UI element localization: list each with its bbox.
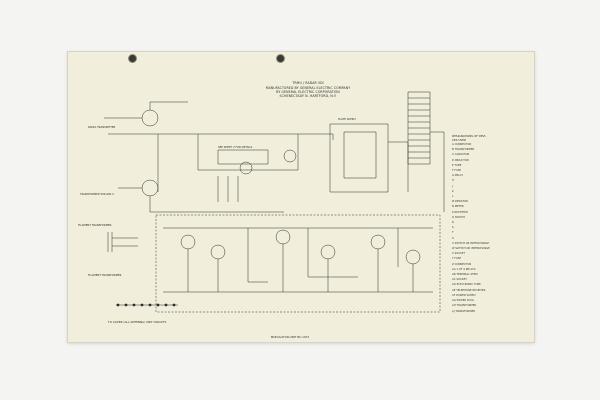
left-transformer-core [107, 232, 113, 252]
legend-item: G RELAY [452, 174, 463, 178]
tube-lower-6 [405, 249, 421, 265]
legend-item: D INDUCTOR [452, 158, 469, 162]
right-output-line [388, 141, 409, 192]
legend-item: AD ELECTRONIC TUBE [452, 283, 481, 287]
legend-item: Q SWITCH [452, 215, 466, 219]
legend-item: N METER [452, 205, 464, 209]
legend-item: W SWITCH OR INTERCHANGE [452, 247, 490, 251]
right-inner-box [343, 131, 377, 179]
tube-top-left [141, 109, 159, 127]
legend-item: X SOCKET [452, 252, 466, 256]
legend-item: AA 1 OF 4 RELAYS [452, 267, 476, 271]
grommet-right [276, 54, 285, 63]
legend-item: AE TELEPHONE RECEIVER [452, 288, 486, 292]
legend-item: V SWITCH OR INTERCHANGE [452, 241, 489, 245]
document-title: TRMU / RADAR 5DI [292, 81, 324, 85]
upper-bus-wire [108, 133, 334, 140]
upper-center-line [197, 134, 298, 171]
legend-item: AH TRANSFORMER [452, 304, 477, 308]
label-top-mid-note: PLATE SUPPLY [338, 118, 357, 121]
tube-lower-4 [320, 244, 336, 260]
schematic-drawing [104, 91, 445, 313]
legend-item: B TRANSFORMER [452, 148, 475, 152]
center-component-box [217, 149, 269, 165]
tube-lower-5 [370, 234, 386, 250]
lower-cross-wires [247, 228, 399, 283]
label-left-top: RADIO TRANSMITTER [88, 126, 116, 129]
legend-item: AB TERMINAL STRIP [452, 273, 478, 277]
legend-item: C CAPACITOR [452, 153, 470, 157]
schematic-sheet: TRMU / RADAR 5DI MANUFACTURED BY GENERAL… [67, 51, 535, 343]
legend-title-2: CES USED [452, 137, 467, 142]
label-left-mid: FILAMENT TRANSFORMER [78, 224, 112, 227]
legend-item: Y FUSE [452, 257, 462, 261]
tube-lower-3 [275, 229, 291, 245]
lower-chassis-outline [155, 214, 441, 313]
grommet-left [128, 54, 137, 63]
legend-item: F FUSE [452, 169, 461, 173]
mid-bus-wire [149, 196, 284, 213]
legend-item: R [452, 221, 454, 225]
tube-top-left-plate [149, 101, 188, 110]
label-left-lower: FILAMENT TRANSFORMER [88, 274, 122, 277]
legend-item: Z CONNECTOR [452, 262, 472, 266]
stack-terminals [408, 97, 430, 159]
footer-left-note: TO COVER (ALL ANTENNA) UNIT CIRCUITS [108, 320, 167, 324]
legend-item: AF POWER SUPPLY [452, 293, 476, 297]
legend-item: H [452, 179, 454, 183]
legend-item: J [452, 184, 453, 188]
legend-item: E TUBE [452, 163, 462, 167]
document-subtitle-2: BY GENERAL ELECTRIC CORPORATION [276, 90, 340, 94]
legend-item: U [452, 236, 454, 240]
label-center-note: SEE SHEET 2 FOR DETAILS [218, 146, 253, 149]
legend-item: T [452, 231, 454, 235]
document-subtitle-1: MANUFACTURED BY GENERAL ELECTRIC COMPANY [265, 86, 351, 90]
label-left-bottom: TRANSFORMER 500-600 V. [80, 193, 115, 196]
legend-item: AG POWER PLUG [452, 299, 474, 303]
legend-item: AC SOCKET [452, 278, 467, 282]
tube-center-b [283, 149, 297, 163]
center-resistor-array [217, 176, 239, 202]
legend-item: A CONNECTOR [452, 143, 472, 146]
legend-item: P RECTIFIER [452, 210, 468, 214]
right-enclosure [329, 123, 389, 193]
footer-center-title: MODULATOR-UNIT BC-1072 [270, 335, 310, 339]
legend-item: AJ TRANSFORMER [452, 309, 476, 313]
designation-legend: DESIGNATIONS OF DEVI- CES USED A CONNECT… [452, 134, 532, 314]
left-transformer-leads [112, 237, 138, 247]
legend-item: K [452, 189, 454, 193]
stack-connection-wire [430, 131, 445, 212]
tube-lower-2 [210, 244, 226, 260]
tube-center-a [239, 161, 253, 175]
legend-item: M RESISTOR [452, 200, 468, 204]
tube-mid-left [141, 179, 159, 197]
legend-item: S [452, 226, 454, 230]
lower-tube-drops [187, 244, 414, 292]
legend-item: L [452, 195, 454, 199]
legend-title-1: DESIGNATIONS OF DEVI- [452, 134, 487, 138]
document-subtitle-3: SCHENECTADY N. HARTFORD, N.Y. [279, 94, 337, 98]
tube-lower-1 [180, 234, 196, 250]
